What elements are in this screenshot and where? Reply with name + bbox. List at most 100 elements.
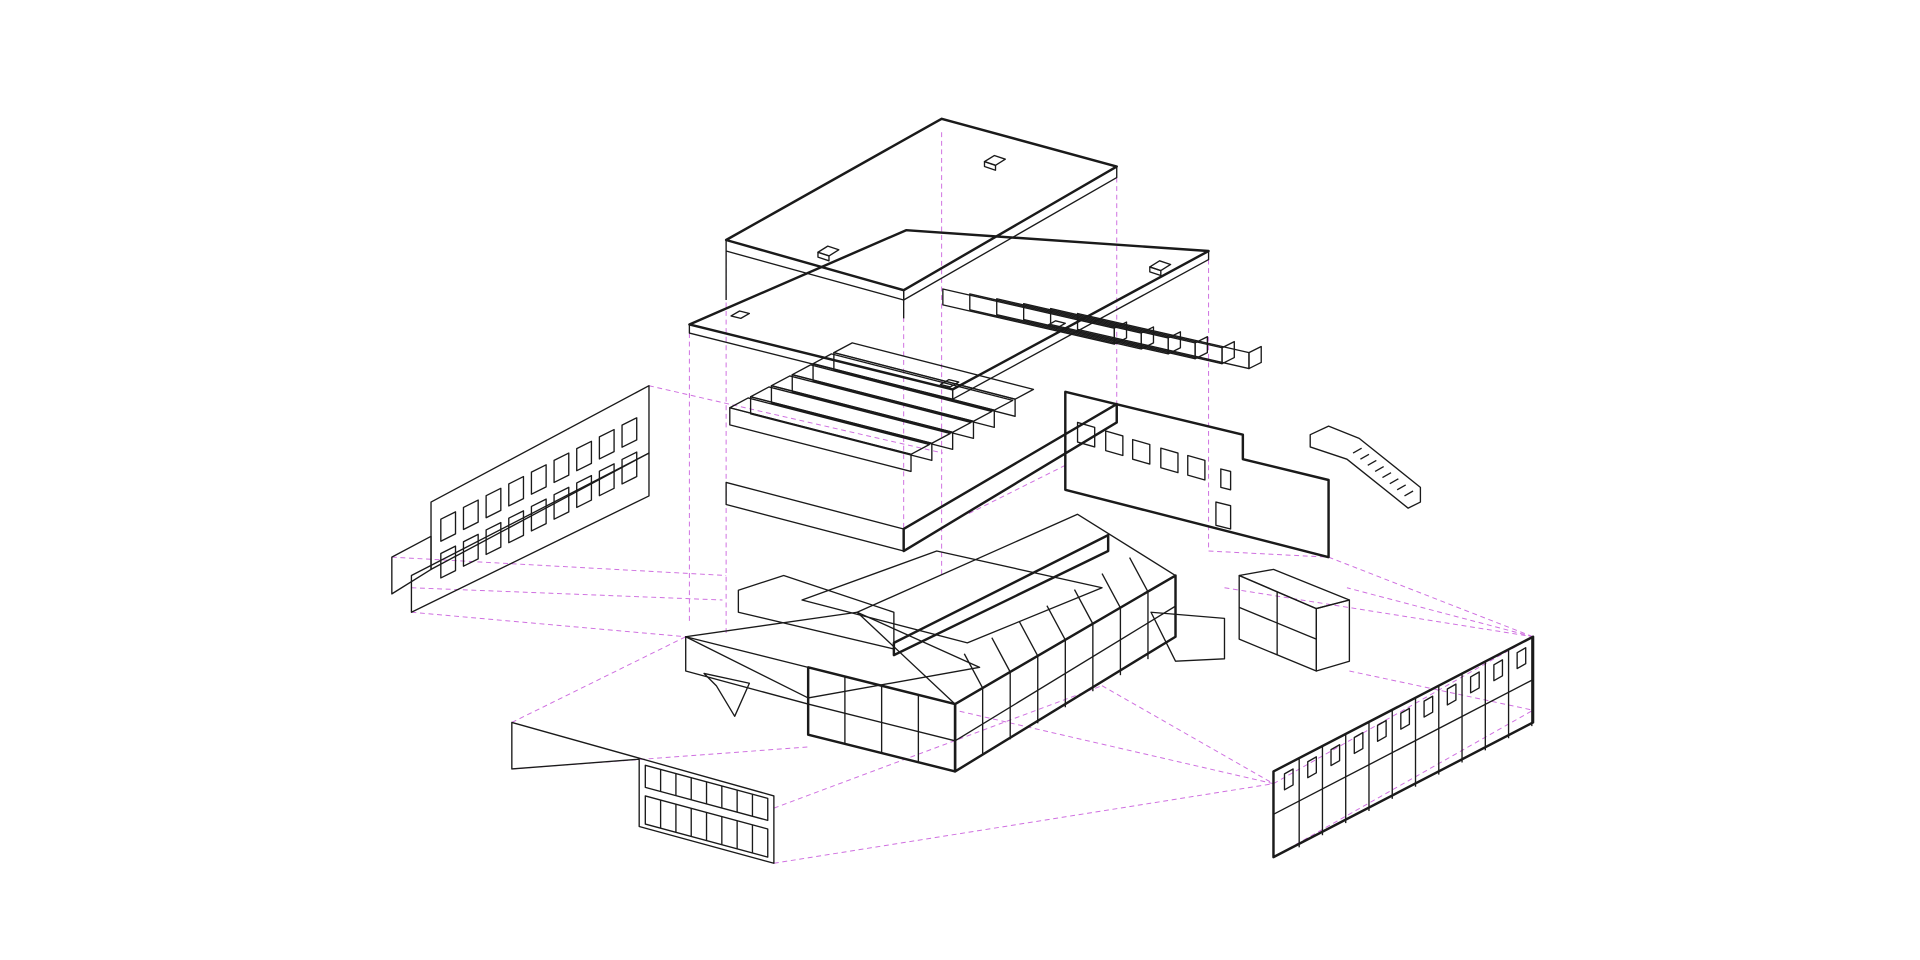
guide-line [648, 385, 943, 454]
stair-tread [1404, 490, 1414, 497]
bottom-left-facade-panel [511, 721, 775, 864]
roof-top-face [724, 117, 1118, 292]
roof-rib [1073, 589, 1094, 625]
wall-window [1160, 447, 1179, 474]
cube-top [1238, 568, 1351, 610]
wing-roof [685, 611, 981, 699]
facade-window [508, 475, 525, 507]
floor-line [1273, 678, 1534, 815]
window [1376, 719, 1387, 742]
beam-face [791, 374, 975, 440]
roof-skylight-side [1149, 266, 1162, 277]
upper-roof-slab [724, 117, 1172, 301]
beam-face [833, 351, 1016, 417]
window-band-lower [644, 795, 769, 858]
slab-top-face [688, 228, 1210, 391]
building-components [391, 117, 1535, 864]
bridge-beam [902, 402, 1118, 553]
guide-line [1273, 636, 1534, 785]
facade-panel [1272, 635, 1535, 859]
stair-tread [1396, 484, 1407, 491]
facade-window-lower [621, 451, 638, 485]
guide-line [1273, 709, 1534, 858]
guide-line [1224, 587, 1534, 638]
parapet [737, 574, 895, 650]
window [1493, 659, 1504, 682]
roof-beams [729, 288, 1262, 473]
facade-window [462, 499, 479, 531]
annex-frame [1150, 611, 1226, 662]
bottom-right-facade-panel [1272, 635, 1535, 859]
beam-face [770, 385, 954, 451]
roof-rib [1018, 621, 1039, 657]
cube-side [1315, 599, 1351, 672]
window [1446, 683, 1457, 706]
right-wall-panel [1064, 390, 1330, 559]
floor-line [954, 605, 1176, 742]
small-cube-module [1238, 568, 1351, 672]
stair-tread [1352, 447, 1362, 454]
facade-window [553, 452, 570, 484]
facade-lower [410, 452, 650, 613]
wall-window [1105, 430, 1124, 457]
window-band-upper [644, 764, 769, 822]
wall-window [1076, 421, 1096, 448]
roof-skylight-side [983, 160, 997, 171]
window [1353, 731, 1364, 755]
stair-tread [1382, 472, 1392, 479]
lower-roof-slab [688, 228, 1210, 400]
facade-window-lower [530, 498, 547, 532]
guide-line [1346, 587, 1534, 638]
wall-window [1131, 438, 1151, 465]
v-column [703, 672, 751, 717]
top-frame [856, 513, 1177, 705]
stair-tread [1374, 465, 1385, 473]
window [1400, 707, 1411, 730]
roof-skylight [1149, 260, 1172, 272]
stair-tread [1360, 453, 1370, 460]
beam-end [1248, 345, 1262, 370]
roof-rib [991, 637, 1011, 673]
floor-line [807, 703, 956, 742]
slab-edge-front [688, 323, 954, 400]
beam-top [749, 386, 951, 444]
wall-band [725, 481, 905, 552]
facade-window-lower [462, 533, 479, 567]
l-panel [511, 721, 775, 864]
guide-line [773, 685, 1103, 809]
facade-window [440, 511, 457, 542]
guide-line [511, 746, 809, 770]
facade-window [598, 428, 615, 460]
central-building [685, 513, 1226, 773]
roof-skylight [817, 245, 840, 257]
window [1307, 756, 1317, 779]
window [1516, 647, 1527, 670]
facade-wing [391, 535, 432, 595]
beam-face [749, 396, 933, 462]
guide-line [773, 783, 1274, 864]
roof-edge-side [903, 165, 1118, 301]
wall-panel [1064, 390, 1330, 559]
beam-top [729, 397, 931, 455]
slab-skylight [730, 310, 751, 320]
window [1423, 695, 1434, 718]
guide-line [954, 709, 1274, 785]
beam-end [1221, 340, 1235, 365]
left-facade-panel [391, 385, 650, 613]
facade-window-lower [576, 474, 593, 509]
guide-line [1328, 556, 1534, 638]
wall-window-small [1220, 468, 1232, 491]
roof-skylight [983, 154, 1006, 166]
stair-flight [1309, 425, 1422, 509]
stair [1309, 425, 1422, 509]
window [1330, 744, 1341, 767]
guide-line [1101, 685, 1274, 785]
wall-door [1215, 501, 1232, 530]
stair-tread [1389, 478, 1399, 485]
roof-skylight-side [817, 251, 830, 262]
window [1469, 671, 1480, 694]
facade-window [485, 487, 502, 519]
roof-rib [1046, 605, 1066, 641]
guide-line [411, 587, 723, 601]
beam-face [729, 407, 912, 473]
